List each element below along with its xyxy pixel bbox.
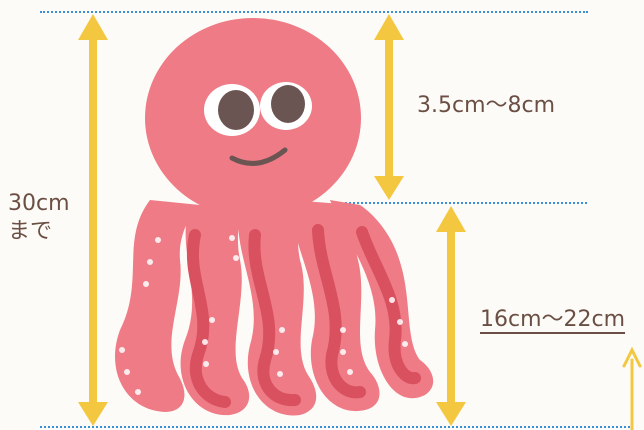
head-length-arrow [374, 14, 404, 200]
partial-arrow [624, 350, 640, 430]
total-suffix-text: まで [8, 218, 70, 246]
total-length-arrow [78, 14, 108, 426]
tentacle-length-label: 16cm～22cm [480, 306, 625, 334]
total-length-label: 30cm まで [8, 190, 70, 245]
tentacle-length-arrow [436, 206, 466, 426]
total-size-text: 30cm [8, 190, 70, 218]
head-length-label: 3.5cm～8cm [417, 92, 555, 120]
octopus-tentacles [115, 200, 433, 415]
